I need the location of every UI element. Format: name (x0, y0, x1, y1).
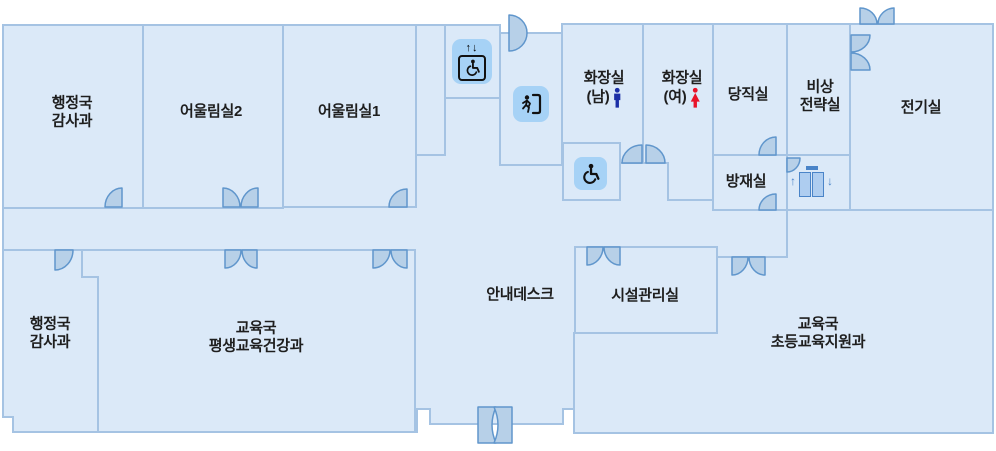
room-label-toilet-men: 화장실 (남) (584, 70, 625, 109)
room-label-disaster-prevention: 방재실 (726, 173, 767, 191)
label-line: 행정국 (51, 94, 93, 112)
accessible-restroom-icon (574, 157, 607, 190)
label-line: 당직실 (727, 86, 769, 104)
room-label-admin-audit-bottom: 행정국 감사과 (30, 315, 71, 350)
up-arrow-icon: ↑ (790, 174, 796, 188)
door (786, 157, 801, 173)
room-label-electrical: 전기실 (901, 99, 942, 117)
label-line: (남) (586, 89, 610, 106)
door (758, 136, 777, 156)
label-line: 초등교육지원과 (770, 333, 866, 350)
label-line: 평생교육건강과 (208, 337, 304, 354)
door (388, 188, 408, 208)
door (748, 256, 766, 276)
door (240, 187, 259, 208)
label-line: 감사과 (29, 333, 71, 350)
door (390, 249, 408, 269)
elevator-doors (799, 165, 824, 197)
door (508, 14, 528, 52)
label-line: 방재실 (725, 173, 767, 191)
elevator-doors-icon: ↑ ↓ (790, 164, 844, 198)
room-label-facility-mgmt: 시설관리실 (611, 287, 679, 305)
door (731, 256, 749, 276)
door (372, 249, 391, 269)
room-eoullim1 (282, 24, 417, 208)
label-line: 안내데스크 (486, 286, 554, 304)
elevator-box (458, 54, 486, 81)
exit-glyph (522, 93, 542, 115)
room-shaft (415, 24, 446, 156)
label-line: (여) (663, 89, 687, 106)
label-line: 전기실 (900, 99, 942, 117)
room-label-info-desk: 안내데스크 (486, 286, 554, 304)
room-label-emergency-strategy: 비상 전략실 (800, 78, 841, 113)
door (54, 249, 74, 271)
accessible-elevator-icon: ↑↓ (452, 39, 492, 84)
label-line: 비상 (806, 78, 834, 96)
door (758, 193, 777, 211)
down-arrow-icon: ↓ (827, 174, 833, 188)
door (645, 144, 666, 164)
entrance-door-right (493, 406, 513, 444)
emergency-exit-icon (513, 86, 549, 122)
label-line: 시설관리실 (611, 287, 679, 305)
room-label-admin-audit-top: 행정국 감사과 (52, 94, 93, 129)
room-label-duty: 당직실 (728, 86, 769, 104)
room-eoullim2 (142, 24, 284, 209)
room-elementary-edu (573, 209, 994, 434)
room-emergency-strategy (786, 23, 851, 156)
room-label-lifelong-edu: 교육국 평생교육건강과 (209, 319, 304, 354)
wheelchair-glyph (583, 163, 600, 184)
door (877, 7, 895, 25)
room-duty (712, 23, 788, 156)
room-label-eoullim2: 어울림실2 (180, 103, 242, 121)
door (224, 249, 242, 269)
elevator-arrows: ↑↓ (465, 41, 479, 54)
door (603, 246, 621, 266)
door (586, 246, 604, 266)
label-line: 교육국 (235, 319, 277, 337)
label-line: 어울림실1 (317, 103, 381, 121)
door (859, 7, 878, 25)
label-line: 감사과 (51, 112, 93, 129)
room-admin-audit-top (2, 24, 144, 209)
door (850, 34, 871, 53)
elevator-door-panel (812, 171, 824, 197)
door (222, 187, 241, 208)
door (621, 144, 643, 164)
door (850, 52, 871, 71)
room-electrical (849, 23, 994, 211)
door (241, 249, 258, 269)
label-line: 어울림실2 (179, 103, 243, 121)
label-line: 교육국 (797, 315, 839, 333)
room-label-elementary-edu: 교육국 초등교육지원과 (771, 315, 866, 350)
label-line: 행정국 (29, 315, 71, 333)
label-line: 전략실 (799, 96, 841, 113)
room-label-toilet-women: 화장실 (여) (662, 70, 703, 109)
door (104, 187, 123, 208)
elevator-door-panel (799, 171, 811, 197)
female-icon (690, 87, 700, 108)
room-lifelong-edu (81, 249, 416, 433)
room-label-eoullim1: 어울림실1 (318, 103, 380, 121)
elevator-lintel (805, 165, 818, 170)
wheelchair-glyph (466, 59, 480, 76)
label-line: 화장실 (661, 69, 703, 87)
label-line: 화장실 (583, 69, 625, 87)
male-icon (613, 87, 621, 108)
